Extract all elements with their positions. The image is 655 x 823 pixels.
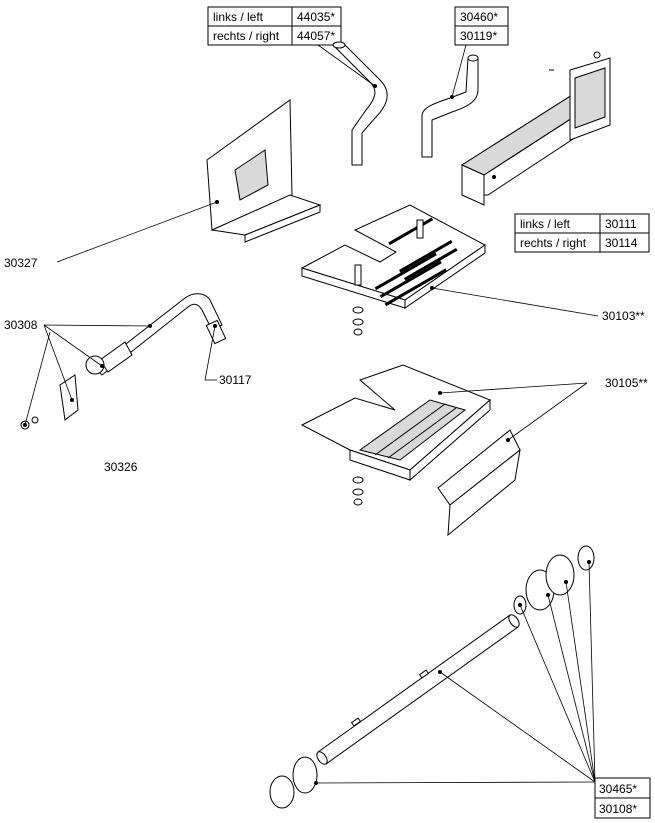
label-30103: 30103**	[602, 309, 645, 323]
table-cell-part: 30465*	[599, 782, 637, 796]
table-shaft-parts: 30465* 30108*	[594, 777, 651, 819]
table-plate-left-right: links / left 30111 rechts / right 30114	[514, 213, 650, 253]
grate-frame-30105	[300, 364, 491, 482]
table-cell-part: 30108*	[599, 802, 637, 816]
label-30117: 30117	[219, 373, 252, 387]
shaft-assembly	[269, 545, 595, 809]
table-hose-mid: 30460* 30119*	[454, 6, 509, 46]
label-30326: 30326	[104, 460, 138, 474]
table-cell-side: rechts / right	[520, 236, 587, 250]
washer-nut-stack-1	[352, 306, 364, 336]
table-cell-part: 44057*	[297, 29, 335, 43]
label-30308: 30308	[4, 318, 38, 332]
lever-assembly	[20, 293, 227, 430]
washer-nut-stack-2	[352, 476, 364, 506]
table-cell-side: links / left	[520, 217, 571, 231]
table-cell-part: 30119*	[460, 29, 497, 43]
table-cell-part: 44035*	[297, 10, 335, 24]
table-cell-side: links / left	[213, 10, 264, 24]
side-panel-30327	[56, 99, 322, 263]
hose-bent-middle	[421, 44, 479, 158]
label-30327: 30327	[4, 256, 38, 270]
table-hose-left-right: links / left 44035* rechts / right 44057…	[207, 6, 342, 46]
square-tube-housing	[460, 51, 611, 206]
hose-bent-left	[317, 41, 388, 166]
table-cell-part: 30460*	[460, 10, 498, 24]
table-cell-part: 30114	[605, 236, 638, 250]
label-30105: 30105**	[605, 376, 648, 390]
perforated-plate-30103	[300, 204, 599, 317]
side-bracket-30105	[437, 429, 521, 537]
table-cell-side: rechts / right	[213, 29, 280, 43]
table-cell-part: 30111	[605, 217, 637, 231]
